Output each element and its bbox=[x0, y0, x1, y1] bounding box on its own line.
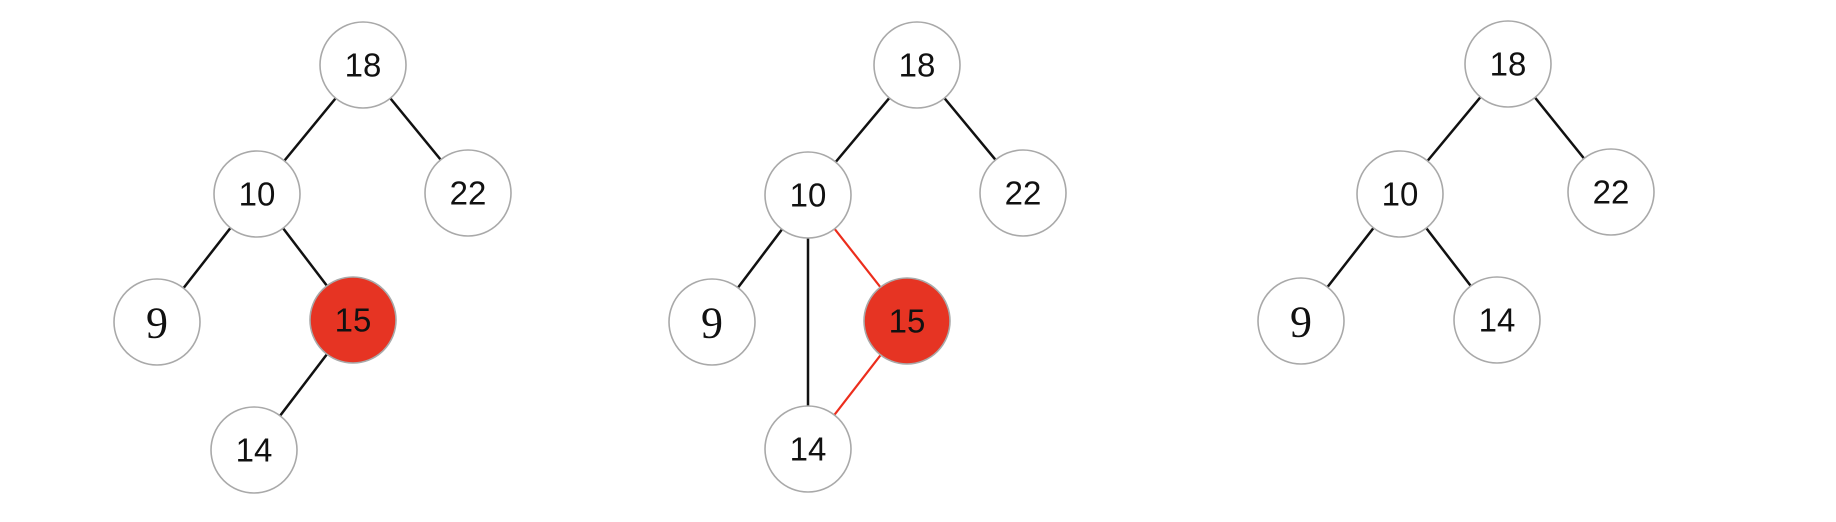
node-circle-9 bbox=[1257, 277, 1345, 365]
node-15-highlighted: 15 bbox=[863, 277, 951, 365]
node-15-highlighted: 15 bbox=[309, 276, 397, 364]
node-10: 10 bbox=[1356, 150, 1444, 238]
node-value-14: 14 bbox=[236, 432, 273, 469]
node-value-22: 22 bbox=[1593, 174, 1630, 211]
node-circle-22 bbox=[979, 149, 1067, 237]
node-circle-15 bbox=[309, 276, 397, 364]
node-circle-9 bbox=[668, 278, 756, 366]
node-value-15: 15 bbox=[335, 302, 372, 339]
node-value-14: 14 bbox=[790, 431, 827, 468]
node-9: 9 bbox=[668, 278, 756, 366]
node-10: 10 bbox=[213, 150, 301, 238]
node-9: 9 bbox=[113, 278, 201, 366]
node-9: 9 bbox=[1257, 277, 1345, 365]
node-value-18: 18 bbox=[345, 47, 382, 84]
node-22: 22 bbox=[424, 149, 512, 237]
node-circle-14 bbox=[1453, 276, 1541, 364]
node-circle-10 bbox=[213, 150, 301, 238]
node-circle-18 bbox=[873, 21, 961, 109]
node-circle-18 bbox=[319, 21, 407, 109]
node-value-22: 22 bbox=[1005, 175, 1042, 212]
bst-step3-after-deletion: 18 10 22 9 14 bbox=[1257, 20, 1655, 365]
node-value-18: 18 bbox=[1490, 46, 1527, 83]
node-18: 18 bbox=[319, 21, 407, 109]
node-18: 18 bbox=[1464, 20, 1552, 108]
node-value-10: 10 bbox=[239, 176, 276, 213]
node-circle-10 bbox=[764, 151, 852, 239]
node-value-22: 22 bbox=[450, 175, 487, 212]
node-circle-22 bbox=[1567, 148, 1655, 236]
node-value-9: 9 bbox=[1290, 297, 1312, 346]
node-circle-22 bbox=[424, 149, 512, 237]
node-22: 22 bbox=[1567, 148, 1655, 236]
node-circle-14 bbox=[210, 406, 298, 494]
node-circle-9 bbox=[113, 278, 201, 366]
node-circle-14 bbox=[764, 405, 852, 493]
node-circle-18 bbox=[1464, 20, 1552, 108]
node-circle-10 bbox=[1356, 150, 1444, 238]
node-22: 22 bbox=[979, 149, 1067, 237]
node-value-9: 9 bbox=[701, 298, 723, 347]
bst-step2-relink-child: 18 10 22 9 15 14 bbox=[668, 21, 1067, 493]
node-14: 14 bbox=[1453, 276, 1541, 364]
node-value-9: 9 bbox=[146, 298, 168, 347]
node-circle-15 bbox=[863, 277, 951, 365]
node-value-18: 18 bbox=[899, 47, 936, 84]
bst-step1-target-highlighted: 18 10 22 9 15 14 bbox=[113, 21, 512, 494]
node-10: 10 bbox=[764, 151, 852, 239]
node-18: 18 bbox=[873, 21, 961, 109]
node-14: 14 bbox=[764, 405, 852, 493]
node-value-14: 14 bbox=[1479, 302, 1516, 339]
node-value-15: 15 bbox=[889, 303, 926, 340]
node-value-10: 10 bbox=[1382, 176, 1419, 213]
node-value-10: 10 bbox=[790, 177, 827, 214]
node-14: 14 bbox=[210, 406, 298, 494]
